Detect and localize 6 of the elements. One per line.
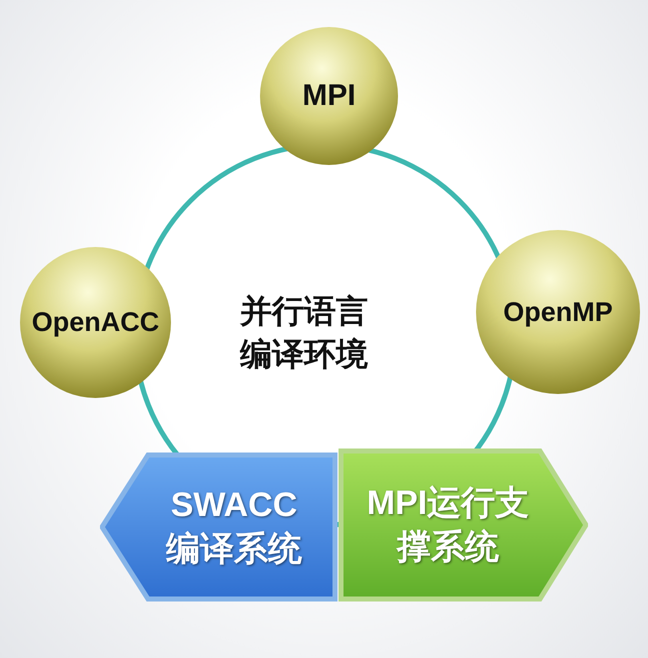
sphere: OpenACC: [18, 245, 173, 400]
center-label: 并行语言编译环境: [240, 292, 369, 374]
right-arrow-panel: MPI运行支撑系统: [338, 448, 588, 602]
left-arrow-panel: SWACC编译系统: [100, 452, 338, 602]
sphere: MPI: [258, 25, 400, 167]
sphere: OpenMP: [474, 228, 642, 396]
